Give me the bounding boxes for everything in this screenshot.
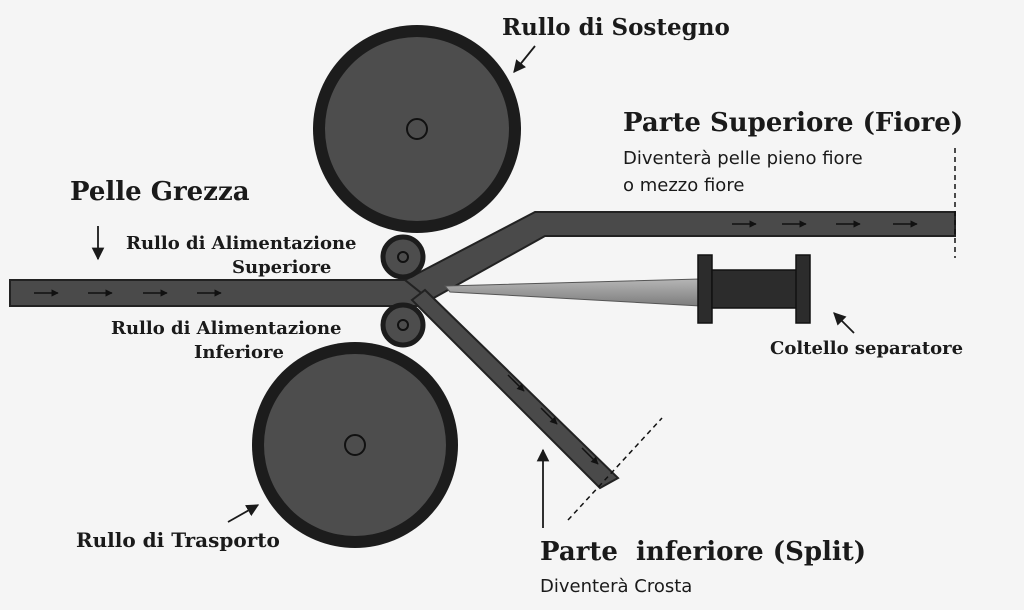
- knife-holder: [697, 254, 811, 324]
- transport-roller: [252, 342, 458, 548]
- bottom-part-title: Parte inferiore (Split): [540, 537, 867, 567]
- lower-feed-roller: [380, 302, 426, 348]
- upper-feed-roller: [380, 234, 426, 280]
- top-part-desc-line2: o mezzo fiore: [623, 175, 745, 196]
- knife-label: Coltello separatore: [770, 338, 964, 359]
- top-part-title: Parte Superiore (Fiore): [623, 108, 964, 138]
- raw-hide-strip: [9, 279, 431, 307]
- top-part-desc-line1: Diventerà pelle pieno fiore: [623, 148, 863, 169]
- bottom-part-desc: Diventerà Crosta: [540, 576, 693, 597]
- transport-roller-label: Rullo di Trasporto: [76, 528, 280, 552]
- lower-feed-roller-label-line1: Rullo di Alimentazione: [111, 318, 342, 339]
- raw-hide-label: Pelle Grezza: [70, 177, 250, 207]
- bottom-strip-flow-arrows: [507, 374, 599, 465]
- support-roller: [313, 25, 521, 233]
- lower-feed-roller-label-line2: Inferiore: [194, 342, 284, 363]
- support-roller-label: Rullo di Sostegno: [502, 14, 730, 41]
- knife-blade: [443, 278, 701, 307]
- bottom-split-strip: [410, 288, 620, 490]
- upper-feed-roller-label-line2: Superiore: [232, 257, 332, 278]
- pointer-arrows: [91, 45, 855, 528]
- upper-feed-roller-label-line1: Rullo di Alimentazione: [126, 233, 357, 254]
